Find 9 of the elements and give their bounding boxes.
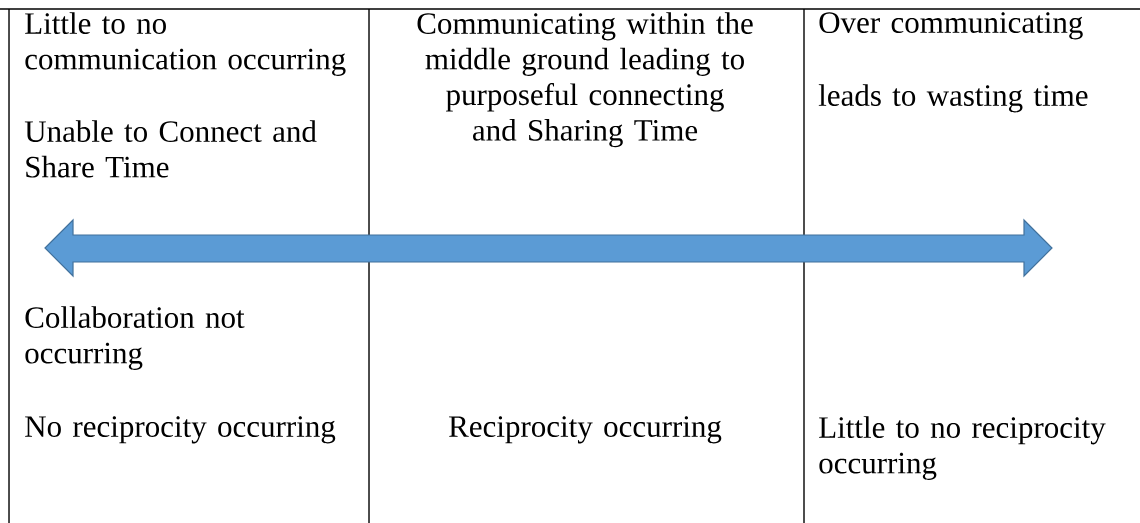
cell-text: No reciprocity occurring [25, 416, 336, 444]
cell-text: Little to no reciprocity occurring [819, 416, 1106, 480]
cell-text: leads to wasting time [818, 84, 1088, 113]
cell-text: Reciprocity occurring [449, 416, 722, 444]
cell-text: Little to no communication occurring [25, 12, 346, 76]
cell-text: Unable to Connect and Share Time [24, 120, 317, 178]
cell-text: Communicating within the middle ground leading to purposeful connecting and Sharing Time [417, 12, 753, 148]
cell-text: Over communicating [819, 12, 1083, 40]
cell-text: Collaboration not occurring [25, 306, 245, 370]
